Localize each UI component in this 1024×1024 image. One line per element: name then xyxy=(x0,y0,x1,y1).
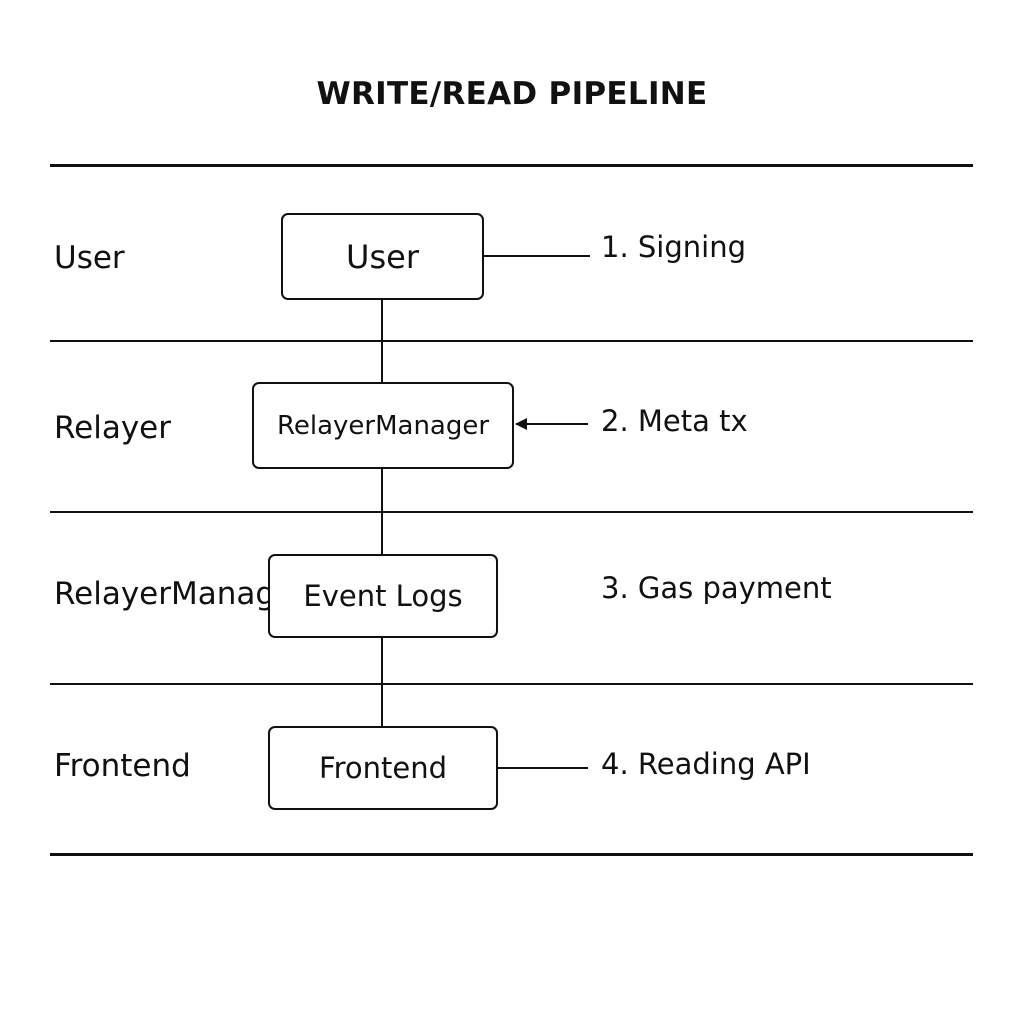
lane-label-relayermanager: RelayerManager xyxy=(54,576,268,612)
lane-divider-bottom xyxy=(50,853,973,856)
step-label-meta-tx: 2. Meta tx xyxy=(601,404,748,438)
lane-divider-1 xyxy=(50,340,973,342)
lane-divider-top xyxy=(50,164,973,167)
step-label-reading-api: 4. Reading API xyxy=(601,747,811,781)
lane-divider-2 xyxy=(50,511,973,513)
step-label-signing: 1. Signing xyxy=(601,230,746,264)
step-label-gas-payment: 3. Gas payment xyxy=(601,571,832,605)
node-relayermanager: RelayerManager xyxy=(252,382,514,469)
node-user: User xyxy=(281,213,484,300)
lane-label-frontend: Frontend xyxy=(54,748,191,784)
diagram-title: WRITE/READ PIPELINE xyxy=(316,76,708,112)
lane-label-user: User xyxy=(54,240,125,276)
lane-divider-3 xyxy=(50,683,973,685)
lane-label-relayer: Relayer xyxy=(54,410,171,446)
node-event-logs: Event Logs xyxy=(268,554,498,638)
node-frontend: Frontend xyxy=(268,726,498,810)
